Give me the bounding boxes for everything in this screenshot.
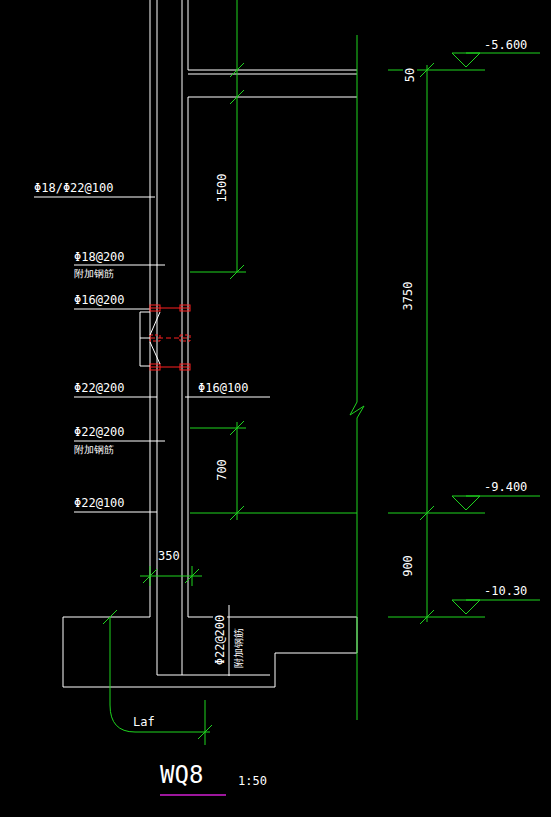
dimension-line (237, 0, 238, 272)
elevation-mark: -5.600 (484, 38, 527, 52)
stirrup-mark (150, 305, 160, 311)
dimension-line (190, 513, 357, 514)
dimension-text: 3750 (401, 282, 415, 311)
rebar-callout: Φ18@200 (74, 250, 125, 264)
wall-outline (63, 0, 357, 687)
dimension-line (230, 63, 244, 77)
dimension-text: 50 (403, 68, 417, 82)
leader-line (34, 197, 155, 198)
wall-outline (63, 617, 150, 618)
rebar-callout: Φ16@100 (198, 381, 249, 395)
stirrup-mark (150, 364, 160, 370)
dimension-line (198, 725, 212, 739)
wall-outline (188, 97, 357, 98)
dimension-line (192, 566, 193, 586)
stirrup-mark (150, 308, 190, 309)
wall-outline (188, 74, 357, 75)
dimension-line (103, 0, 540, 745)
stirrup-leg (150, 342, 160, 364)
leader-line (229, 605, 230, 676)
wall-outline (188, 97, 189, 617)
wall-outline (157, 0, 158, 675)
dimension-line (350, 35, 364, 720)
rebar-note: 附加钢筋 (74, 268, 114, 280)
dimension-line (190, 272, 246, 273)
dimension-text: 350 (158, 549, 180, 563)
dimension-line (452, 496, 480, 510)
wall-outline (188, 70, 357, 71)
leader-line (74, 265, 165, 266)
drawing-title: WQ8 (160, 761, 203, 789)
rebar-callout: Φ16@200 (74, 293, 125, 307)
dimension-line (427, 65, 428, 622)
leader-line (185, 397, 270, 398)
dimension-text: 900 (401, 555, 415, 577)
rebar-callout: Φ22@200 (74, 381, 125, 395)
dimension-line (466, 600, 540, 601)
stirrup-leg (140, 312, 150, 366)
elevation-mark: -9.400 (484, 480, 527, 494)
dimension-line (466, 496, 540, 497)
wall-outline (188, 0, 189, 70)
title-underline (160, 794, 226, 796)
leader-line (74, 397, 157, 398)
stirrup-leg (140, 312, 160, 366)
stirrup-leg (150, 312, 160, 335)
dimension-line (237, 422, 238, 520)
leader-line (74, 309, 150, 310)
dimension-line (466, 53, 540, 54)
stirrup-mark (180, 335, 190, 341)
dimension-text: 700 (215, 459, 229, 481)
rebar-callout: Φ22@200 (74, 425, 125, 439)
dimension-line (110, 617, 210, 732)
stirrup-leg (140, 338, 150, 339)
stirrup-mark (150, 335, 160, 341)
leader-line (74, 512, 157, 513)
rebar-callout: Φ22@100 (74, 496, 125, 510)
stirrup-mark (150, 367, 190, 368)
dimension-line (190, 428, 246, 429)
stirrup-mark (150, 305, 190, 370)
leader-line (34, 197, 270, 676)
stirrup-mark (180, 364, 190, 370)
dimension-line (230, 90, 244, 104)
title-underline (160, 794, 226, 796)
stirrup-mark (150, 338, 190, 339)
elevation-mark: -10.30 (484, 584, 527, 598)
dimension-line (388, 513, 485, 514)
wall-outline (63, 617, 357, 687)
scale-text: 1:50 (238, 774, 267, 788)
wall-outline (157, 675, 270, 676)
stirrup-mark (180, 305, 190, 311)
dimension-line (452, 53, 480, 67)
dimension-line (150, 566, 151, 586)
dimension-text: 1500 (215, 174, 229, 203)
dimension-line (205, 700, 206, 745)
rebar-note: 附加钢筋 (74, 444, 114, 456)
rebar-note: 附加钢筋 (233, 628, 245, 668)
dimension-line (452, 600, 480, 614)
dimension-line (388, 617, 485, 618)
rebar-callout: Φ22@200 (213, 615, 227, 666)
leader-line (74, 441, 165, 442)
rebar-callout: Φ18/Φ22@100 (34, 181, 113, 195)
anchor-length: Laf (133, 715, 155, 729)
